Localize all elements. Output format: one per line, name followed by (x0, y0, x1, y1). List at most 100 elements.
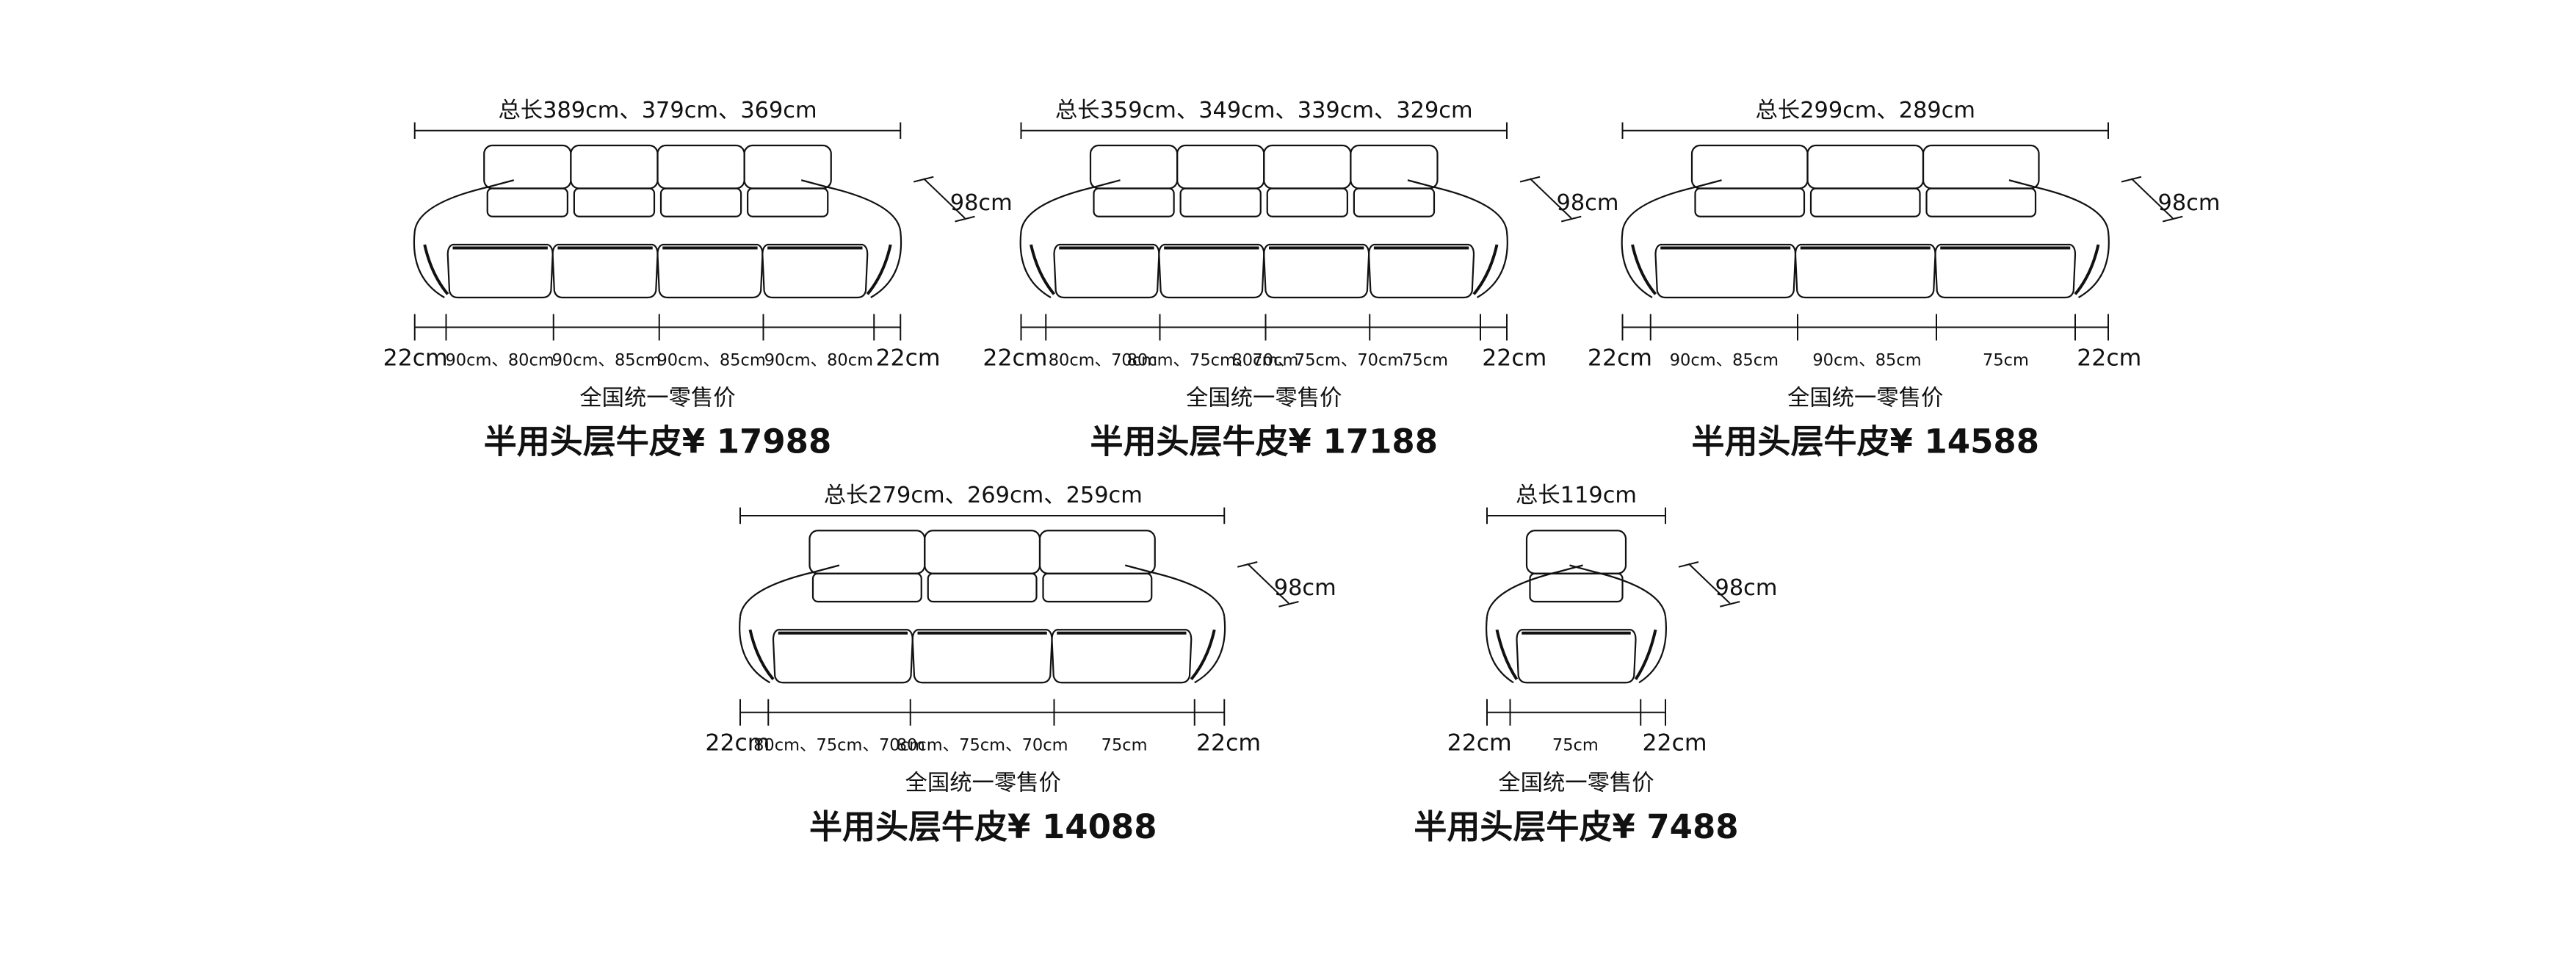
right-arm-outline (1124, 564, 1226, 617)
lumbar-cushion (1179, 187, 1262, 217)
seat-width-label: 80cm、75cm、70cm (897, 736, 1068, 755)
arm-width-label: 22cm (1447, 730, 1512, 757)
arm-width-label: 22cm (1482, 345, 1546, 371)
height-tick (1561, 215, 1582, 223)
lumbar-cushion (486, 187, 568, 217)
seat-cushion (761, 243, 869, 299)
height-line (923, 178, 966, 219)
seat-cushion (1051, 629, 1193, 684)
sofa-drawing (1019, 144, 1508, 299)
total-length-label: 总长389cm、379cm、369cm (498, 98, 817, 123)
height-label: 98cm (2158, 190, 2221, 216)
right-arm-front (1194, 616, 1226, 684)
left-arm-front (739, 616, 771, 684)
arm-width-label: 22cm (1196, 730, 1261, 757)
seat-cushion (1368, 243, 1475, 299)
arm-width-label: 22cm (383, 345, 448, 371)
height-tick (955, 215, 975, 223)
seat-width-label: 80cm、75cm、70cm (753, 736, 925, 755)
right-arm-piping (866, 244, 892, 295)
arm-width-label: 22cm (1588, 345, 1652, 371)
lumbar-cushion (1093, 187, 1175, 217)
sofa-drawing (1486, 530, 1667, 684)
back-cushion (1038, 530, 1156, 574)
height-line (1687, 563, 1731, 604)
total-length-label: 总长359cm、349cm、339cm、329cm (1055, 98, 1473, 123)
total-length-label: 总长279cm、269cm、259cm (824, 483, 1143, 508)
seat-cushion (911, 629, 1053, 684)
back-cushion (743, 144, 832, 190)
back-cushion (1806, 144, 1925, 190)
seat-cushion (1934, 243, 2077, 299)
right-arm-outline (1407, 179, 1508, 232)
right-arm-piping (1472, 244, 1499, 295)
seat-cushion (656, 243, 764, 299)
product-1: 总长389cm、379cm、369cm98cm22cm90cm、80cm90cm… (383, 98, 1013, 461)
left-arm-outline (739, 564, 840, 617)
total-length-label: 总长119cm (1516, 483, 1637, 508)
seat-width-label: 75cm (1101, 736, 1148, 755)
back-cushion (483, 144, 572, 190)
price-text: 半用头层牛皮¥ 14588 (1691, 422, 2039, 461)
lumbar-cushion (1529, 572, 1624, 603)
seat-width-label: 90cm、85cm (552, 350, 661, 370)
left-arm-piping (1631, 244, 1657, 295)
seat-cushion (1263, 243, 1370, 299)
seat-width-label: 90cm、85cm (1812, 350, 1921, 370)
seat-width-label: 80cm、75cm、70cm (1127, 350, 1299, 370)
lumbar-cushion (927, 572, 1038, 603)
right-arm-piping (1634, 629, 1657, 680)
seat-cushion (772, 629, 913, 684)
height-line (2130, 178, 2174, 219)
seat-width-label: 90cm、80cm (445, 350, 554, 370)
height-line (1529, 178, 1572, 219)
lumbar-cushion (1694, 187, 1806, 217)
sofa-drawing (739, 530, 1226, 684)
price-text: 半用头层牛皮¥ 17188 (1090, 422, 1438, 461)
right-arm-outline (800, 179, 902, 232)
seat-width-label: 75cm (1402, 350, 1448, 370)
height-label: 98cm (1715, 575, 1778, 601)
height-tick (1720, 601, 1740, 608)
lumbar-cushion (1266, 187, 1348, 217)
back-cushion (1263, 144, 1352, 190)
right-arm-front (1476, 231, 1508, 298)
lumbar-cushion (1042, 572, 1153, 603)
seat-cushion (551, 243, 659, 299)
left-arm-front (413, 231, 445, 298)
right-arm-front (1638, 616, 1667, 684)
back-cushion (1690, 144, 1809, 190)
height-line (1247, 563, 1289, 604)
seat-cushion (446, 243, 554, 299)
total-length-label: 总长299cm、289cm (1755, 98, 1975, 123)
back-cushion (1089, 144, 1179, 190)
product-3: 总长299cm、289cm 98cm 22cm 90cm、85cm 90cm、85cm 7… (1588, 98, 2221, 461)
lumbar-cushion (1353, 187, 1436, 217)
lumbar-cushion (659, 187, 742, 217)
lumbar-cushion (811, 572, 922, 603)
left-arm-front (1486, 616, 1514, 684)
left-arm-outline (413, 179, 515, 232)
product-4: 总长279cm、269cm、259cm98cm22cm80cm、75cm、70c… (705, 483, 1336, 846)
back-cushion (1350, 144, 1439, 190)
seat-width-label: 90cm、85cm (1670, 350, 1779, 370)
height-tick (2163, 215, 2183, 223)
back-cushion (570, 144, 659, 190)
retail-price-label: 全国统一零售价 (579, 385, 736, 411)
seat-width-label: 90cm、85cm (656, 350, 765, 370)
seat-cushion (1053, 243, 1160, 299)
height-tick (1278, 601, 1299, 608)
left-arm-piping (748, 629, 775, 681)
left-arm-front (1621, 231, 1653, 298)
left-arm-piping (1495, 629, 1519, 680)
seat-width-label: 90cm、80cm (764, 350, 873, 370)
left-arm-outline (1020, 179, 1121, 232)
retail-price-label: 全国统一零售价 (1787, 385, 1944, 411)
seat-width-label: 75cm (1983, 350, 2029, 370)
retail-price-label: 全国统一零售价 (1186, 385, 1342, 411)
price-text: 半用头层牛皮¥ 7488 (1414, 807, 1738, 846)
seat-cushion (1158, 243, 1265, 299)
sofa-drawing (413, 144, 902, 299)
